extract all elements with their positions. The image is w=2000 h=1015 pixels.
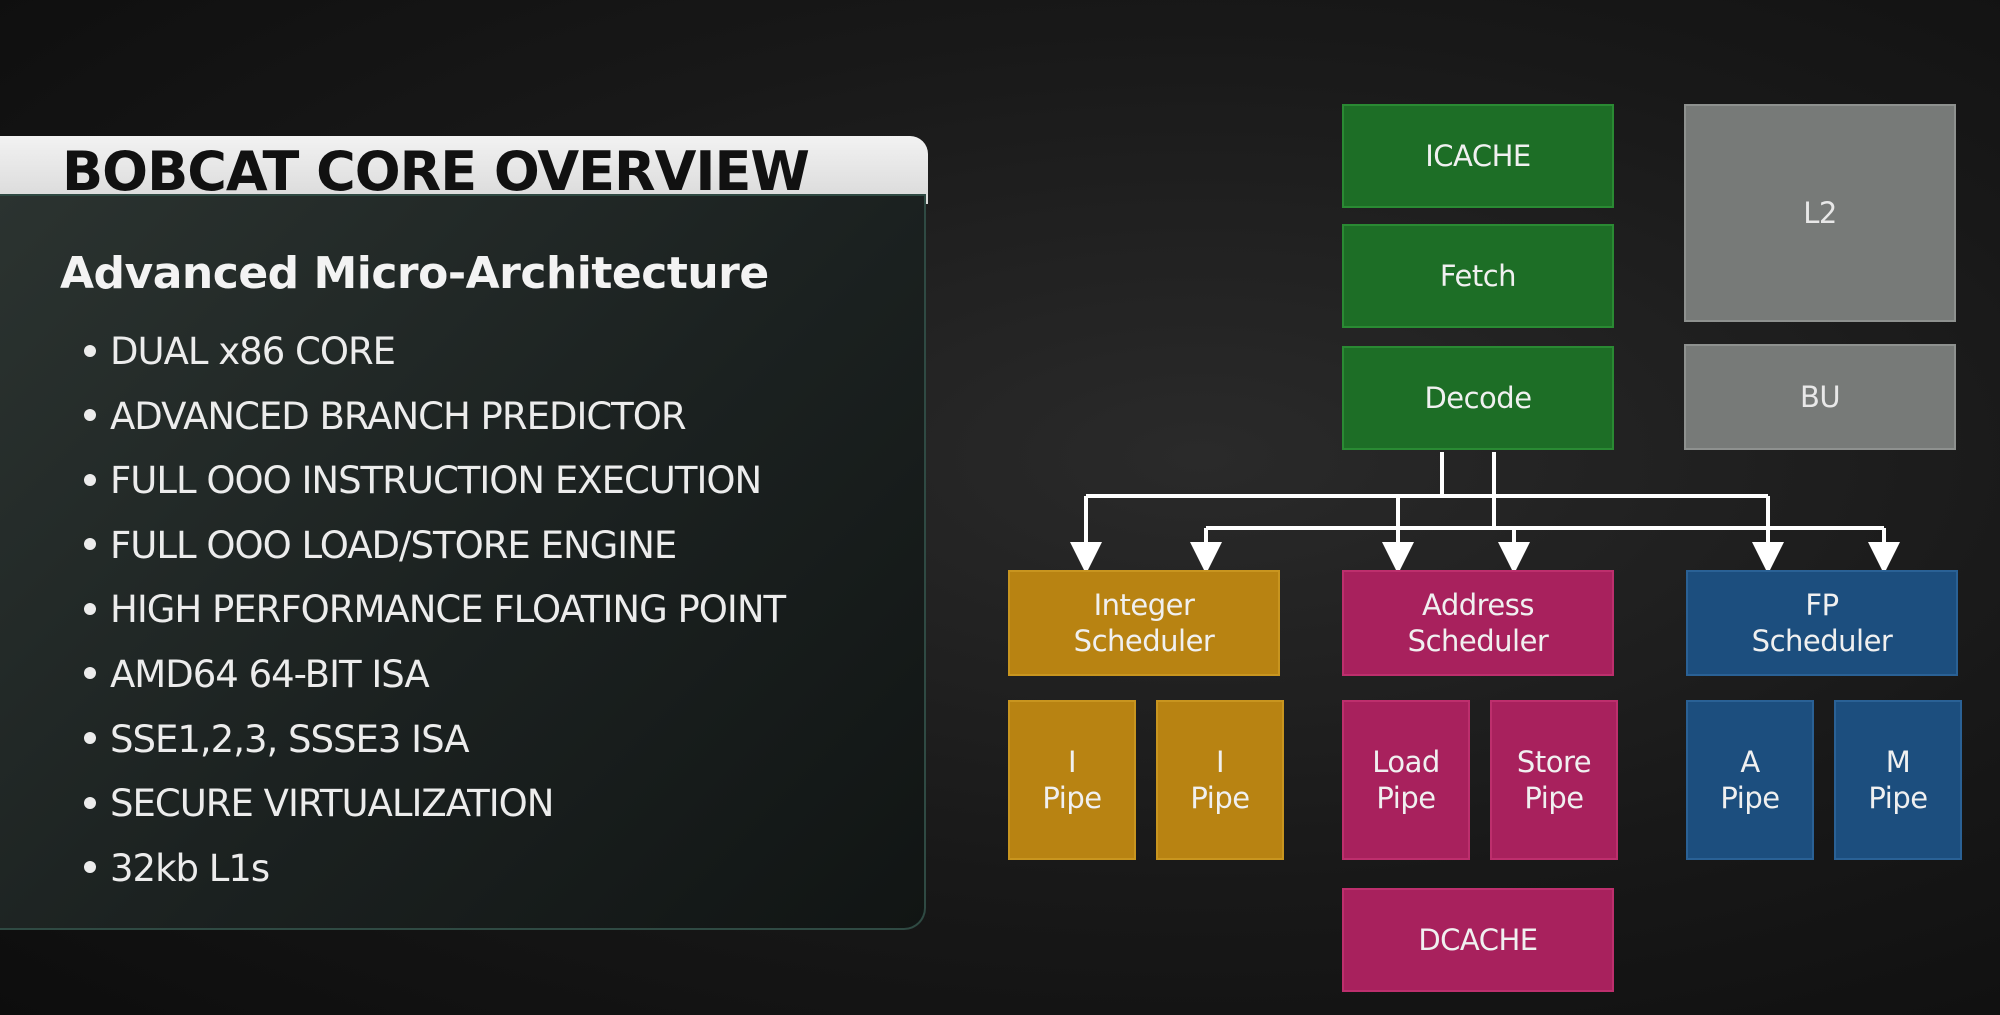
bullet-icon <box>84 473 96 486</box>
list-item: FULL OOO INSTRUCTION EXECUTION <box>84 449 785 514</box>
panel-subtitle: Advanced Micro-Architecture <box>60 248 769 299</box>
title-tab <box>0 136 928 204</box>
list-item-label: AMD64 64-BIT ISA <box>110 652 430 696</box>
m-pipe-block: M Pipe <box>1834 700 1962 860</box>
bullet-icon <box>84 409 96 422</box>
list-item-label: DUAL x86 CORE <box>110 330 396 373</box>
icache-block: ICACHE <box>1342 104 1614 208</box>
bullet-icon <box>84 602 96 615</box>
list-item: ADVANCED BRANCH PREDICTOR <box>84 385 785 450</box>
integer-pipe-2-block: I Pipe <box>1156 700 1284 860</box>
list-item-label: FULL OOO LOAD/STORE ENGINE <box>110 523 677 567</box>
decode-block: Decode <box>1342 346 1614 450</box>
bullet-icon <box>84 538 96 551</box>
list-item-label: SSE1,2,3, SSSE3 ISA <box>110 717 470 761</box>
bullet-icon <box>84 796 96 809</box>
store-pipe-block: Store Pipe <box>1490 700 1618 860</box>
fp-scheduler-block: FP Scheduler <box>1686 570 1958 676</box>
address-scheduler-block: Address Scheduler <box>1342 570 1614 676</box>
bullet-icon <box>84 732 96 745</box>
bullet-icon <box>84 861 96 874</box>
list-item: AMD64 64-BIT ISA <box>84 643 785 708</box>
integer-pipe-1-block: I Pipe <box>1008 700 1136 860</box>
page-title: BOBCAT CORE OVERVIEW <box>62 140 810 203</box>
feature-list: DUAL x86 CORE ADVANCED BRANCH PREDICTOR … <box>84 320 786 902</box>
dcache-block: DCACHE <box>1342 888 1614 992</box>
list-item: HIGH PERFORMANCE FLOATING POINT <box>84 578 786 643</box>
list-item: SECURE VIRTUALIZATION <box>84 772 785 837</box>
list-item-label: FULL OOO INSTRUCTION EXECUTION <box>110 459 762 503</box>
list-item-label: 32kb L1s <box>110 846 270 890</box>
a-pipe-block: A Pipe <box>1686 700 1814 860</box>
list-item: DUAL x86 CORE <box>84 320 785 385</box>
list-item-label: SECURE VIRTUALIZATION <box>110 782 554 826</box>
load-pipe-block: Load Pipe <box>1342 700 1470 860</box>
list-item: FULL OOO LOAD/STORE ENGINE <box>84 514 785 579</box>
bullet-icon <box>84 667 96 680</box>
list-item-label: ADVANCED BRANCH PREDICTOR <box>110 394 687 438</box>
bullet-icon <box>84 344 96 357</box>
features-panel <box>0 194 926 930</box>
bus-unit-block: BU <box>1684 344 1956 450</box>
list-item-label: HIGH PERFORMANCE FLOATING POINT <box>110 588 786 632</box>
list-item: 32kb L1s <box>84 837 785 902</box>
integer-scheduler-block: Integer Scheduler <box>1008 570 1280 676</box>
list-item: SSE1,2,3, SSSE3 ISA <box>84 708 785 773</box>
l2-cache-block: L2 <box>1684 104 1956 322</box>
fetch-block: Fetch <box>1342 224 1614 328</box>
